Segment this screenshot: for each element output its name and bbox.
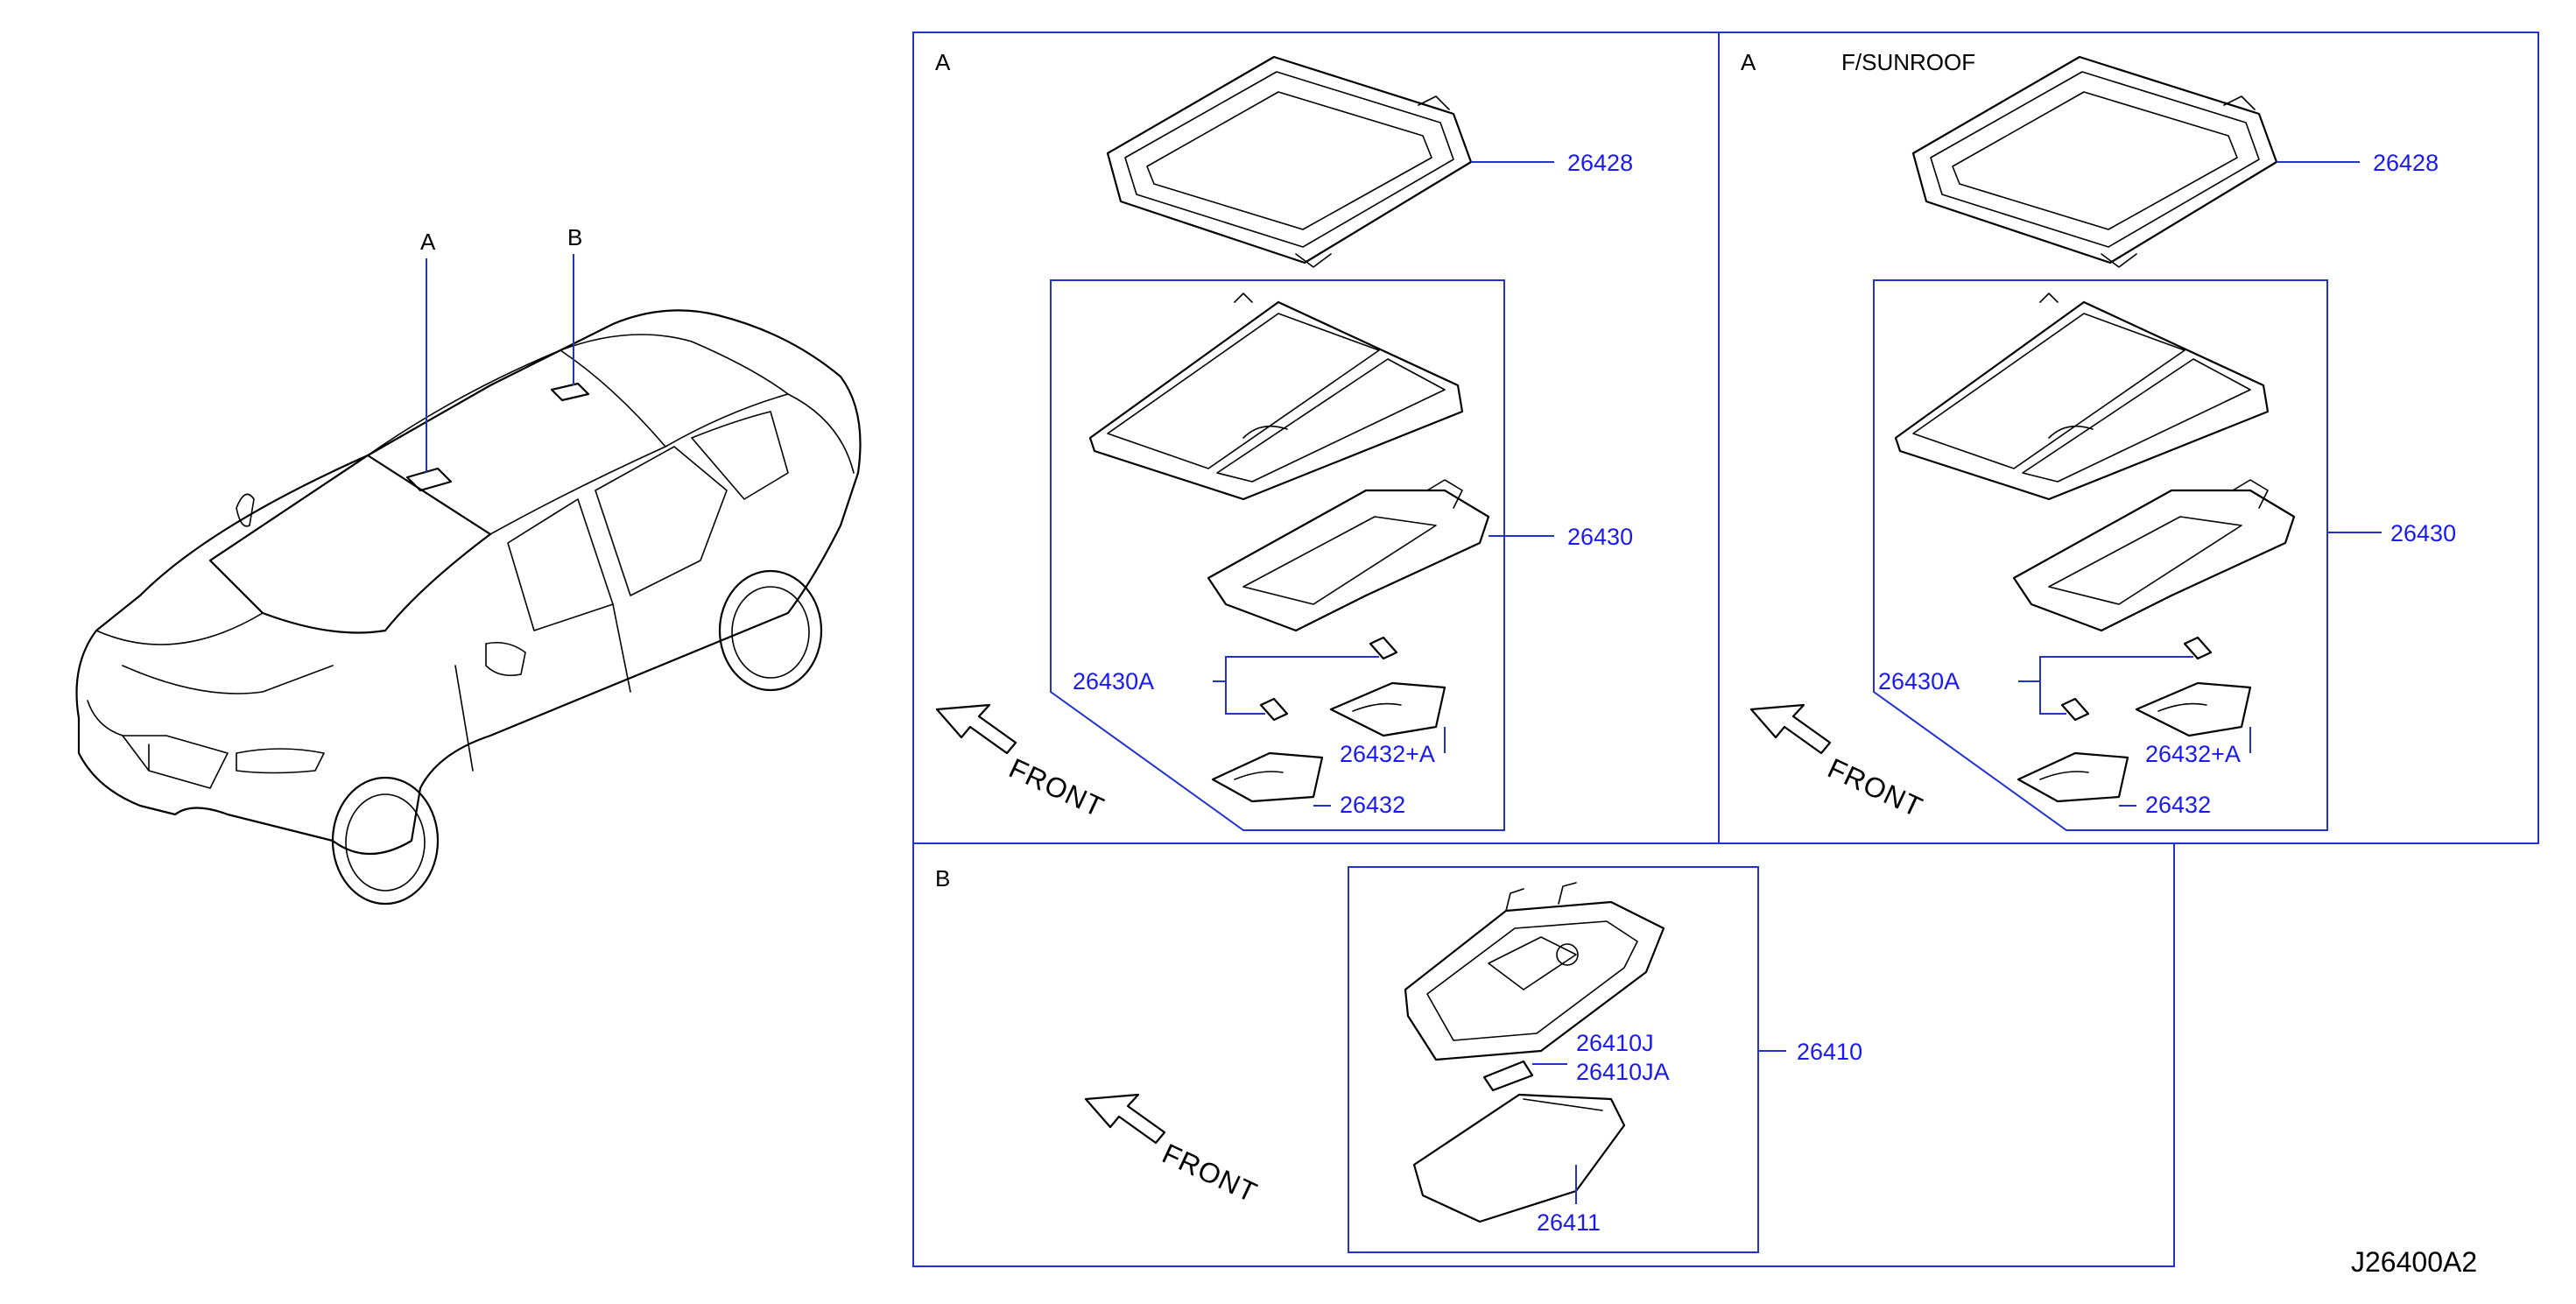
sunroof-part-label-26428: 26428 xyxy=(2373,150,2439,176)
callout-b-label: B xyxy=(567,224,582,250)
sunroof-bulb-drawing xyxy=(2060,636,2213,722)
callout-a-label: A xyxy=(420,229,436,255)
front-label-a: FRONT xyxy=(1004,752,1109,823)
panel-a-sunroof-letter: A xyxy=(1741,49,1756,75)
sunroof-lamp-body-drawing xyxy=(2012,479,2296,632)
front-label-b: FRONT xyxy=(1158,1138,1263,1209)
panel-b: B 26410 26410J 26410JA 26411 FRONT xyxy=(935,865,1862,1253)
front-arrow-icon xyxy=(935,703,1017,755)
part-label-26411: 26411 xyxy=(1537,1209,1601,1236)
lens-drawing xyxy=(1211,681,1446,803)
sunroof-lens-drawing xyxy=(2016,681,2252,803)
sunroof-front-arrow-icon xyxy=(1749,703,1832,755)
frame-26428-drawing xyxy=(1106,55,1473,268)
panel-a-sunroof: A F/SUNROOF 26428 26430 xyxy=(1741,49,2456,831)
part-label-26410J: 26410J xyxy=(1576,1030,1654,1056)
part-label-26432: 26432 xyxy=(1340,792,1405,818)
lamp-body-drawing xyxy=(1207,479,1490,632)
sunroof-part-label-26430A: 26430A xyxy=(1878,668,1960,694)
panel-a-sunroof-note: F/SUNROOF xyxy=(1841,49,1975,75)
panel-a: A 26428 26430 xyxy=(935,49,1633,831)
part-label-26430A: 26430A xyxy=(1073,668,1154,694)
dome-lamp-housing-drawing xyxy=(1404,882,1665,1061)
part-label-26410JA: 26410JA xyxy=(1576,1059,1670,1085)
drawing-code: J26400A2 xyxy=(2351,1246,2477,1278)
dome-bulb-drawing xyxy=(1482,1060,1534,1092)
dome-lens-drawing xyxy=(1412,1093,1626,1223)
sunroof-part-label-26432: 26432 xyxy=(2145,792,2211,818)
lamp-housing-drawing xyxy=(1088,293,1464,501)
bulb-drawing xyxy=(1259,636,1398,722)
part-label-26432-A: 26432+A xyxy=(1340,741,1435,767)
panel-a-letter: A xyxy=(935,49,951,75)
sunroof-frame-26428-drawing xyxy=(1911,55,2278,268)
sunroof-part-label-26432-A: 26432+A xyxy=(2145,741,2241,767)
front-label-a-sunroof: FRONT xyxy=(1823,752,1928,823)
part-label-26430: 26430 xyxy=(1567,524,1633,550)
panel-b-letter: B xyxy=(935,865,950,892)
panel-frames xyxy=(912,32,2539,1267)
sunroof-lamp-housing-drawing xyxy=(1894,293,2270,501)
vehicle-illustration: A B xyxy=(75,224,862,906)
part-label-26410: 26410 xyxy=(1797,1039,1862,1065)
part-label-26428: 26428 xyxy=(1567,150,1633,176)
panel-b-front-arrow-icon xyxy=(1084,1093,1166,1145)
sunroof-part-label-26430: 26430 xyxy=(2390,520,2456,546)
